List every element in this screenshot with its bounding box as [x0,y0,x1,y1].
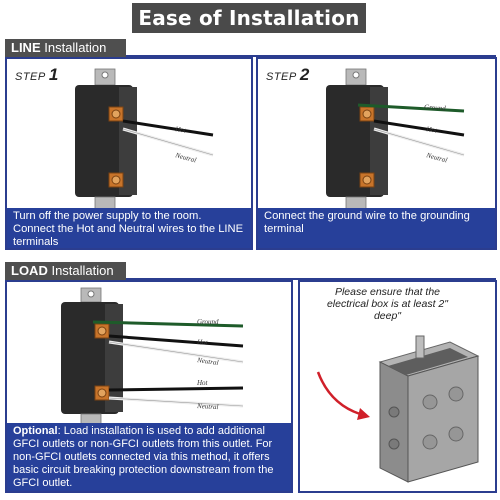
wire-label-hot-load: Hot [196,379,209,387]
step2-caption: Connect the ground wire to the grounding… [258,208,495,248]
section-divider [126,278,496,280]
step1-label: STEP 1 [15,65,59,85]
wire-label-neutral: Neutral [425,151,449,165]
load-panel: Ground Hot Neutral Hot Neutral Optional:… [5,280,293,493]
load-tag-bold: LOAD [11,263,48,278]
electrical-box-illustration [316,335,480,483]
pointer-arrow [316,371,361,416]
outlet-illustration: Hot Neutral [75,68,214,210]
outlet-illustration: Ground Hot Neutral [326,68,465,210]
electrical-box-panel: Please ensure that the electrical box is… [298,280,497,493]
page-title: Ease of Installation [132,3,366,33]
line-tag-rest: Installation [40,40,107,55]
hot-wire [373,119,465,137]
wire-label-neutral: Neutral [196,356,219,367]
step-number: 2 [299,65,310,84]
wire-label-ground: Ground [424,103,447,113]
step1-panel: STEP 1 Hot Neutral Turn off the power su… [5,57,253,250]
wire-label-ground: Ground [197,318,219,326]
wire-label-hot: Hot [425,125,439,135]
line-installation-tag: LINE Installation [5,39,126,57]
wire-label-neutral: Neutral [174,151,198,165]
line-tag-bold: LINE [11,40,41,55]
section-divider [126,55,496,57]
hot-wire [122,119,214,137]
load-caption-rest: : Load installation is used to add addit… [13,425,274,489]
box-depth-note: Please ensure that the electrical box is… [326,286,449,322]
step-word: STEP [15,71,46,83]
load-caption: Optional: Load installation is used to a… [7,423,291,491]
load-tag-rest: Installation [47,263,114,278]
step-word: STEP [266,71,297,83]
ground-wire [357,103,465,113]
step1-caption: Turn off the power supply to the room. C… [7,208,251,248]
outlet-load-illustration: Ground Hot Neutral Hot Neutral [61,287,244,424]
load-caption-bold: Optional [13,425,58,437]
wire-label-hot: Hot [196,338,209,347]
step2-label: STEP 2 [266,65,310,85]
step-number: 1 [48,65,59,84]
wire-label-neutral-load: Neutral [196,402,219,411]
step2-panel: STEP 2 Ground Hot Neutral Connect the gr… [256,57,497,250]
wire-label-hot: Hot [174,125,188,135]
load-installation-tag: LOAD Installation [5,262,126,280]
